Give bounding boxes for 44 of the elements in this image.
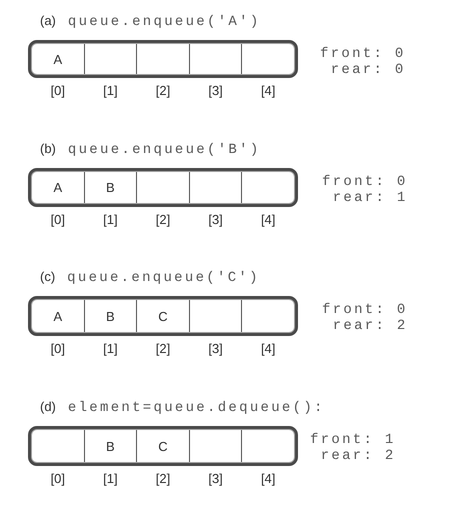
pointer-label: rear: 2 [320, 448, 396, 464]
index-label: [4] [260, 341, 276, 356]
code-line: element=queue.dequeue(): [68, 400, 325, 416]
index-label: [4] [260, 83, 276, 98]
step-label: (b) [40, 141, 56, 157]
index-label: [3] [208, 83, 223, 98]
index-label: [2] [156, 471, 170, 486]
cell-value: B [106, 438, 115, 454]
index-label: [4] [260, 212, 276, 227]
pointer-label: front: 0 [322, 174, 408, 190]
index-label: [3] [208, 212, 223, 227]
step-label: (d) [40, 399, 56, 415]
cell-value: B [106, 308, 115, 324]
index-label: [0] [50, 212, 66, 227]
cell-value: C [158, 308, 168, 324]
pointer-label: rear: 1 [332, 190, 408, 206]
index-label: [0] [50, 83, 66, 98]
index-label: [4] [260, 471, 276, 486]
index-label: [1] [103, 212, 118, 227]
index-label: [3] [208, 341, 223, 356]
index-label: [2] [156, 212, 170, 227]
code-line: queue.enqueue('B') [68, 142, 261, 158]
index-label: [2] [156, 341, 170, 356]
step-label: (a) [40, 13, 56, 29]
cell-value: A [53, 308, 62, 324]
cell-value: C [158, 438, 168, 454]
index-label: [2] [156, 83, 170, 98]
step-label: (c) [40, 269, 56, 285]
index-label: [0] [50, 471, 66, 486]
cell-value: B [106, 180, 115, 195]
index-label: [0] [50, 341, 66, 356]
cell-value: A [53, 180, 62, 195]
pointer-label: rear: 0 [330, 62, 406, 78]
index-label: [1] [103, 83, 118, 98]
pointer-label: front: 0 [320, 46, 406, 62]
index-label: [3] [208, 471, 223, 486]
pointer-label: front: 0 [322, 302, 408, 318]
index-label: [1] [103, 341, 118, 356]
cell-value: A [53, 52, 62, 66]
code-line: queue.enqueue('C') [67, 270, 260, 286]
pointer-label: rear: 2 [332, 318, 408, 334]
pointer-label: front: 1 [310, 432, 396, 448]
index-label: [1] [103, 471, 118, 486]
code-line: queue.enqueue('A') [68, 14, 261, 30]
